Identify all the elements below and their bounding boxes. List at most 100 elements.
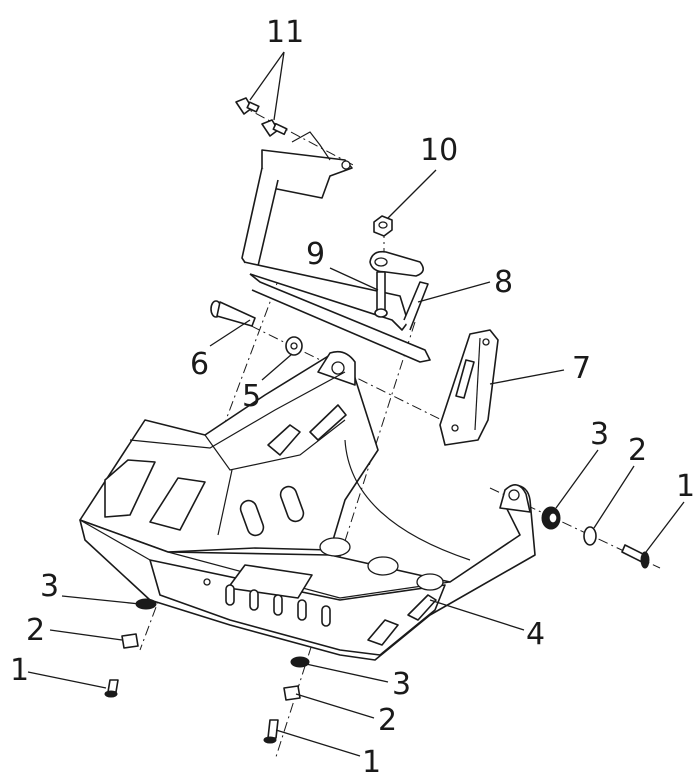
skid-plate-flange-line bbox=[129, 371, 346, 449]
skid-plate-right-cutout-1 bbox=[367, 619, 399, 646]
side-bracket-body bbox=[439, 329, 499, 446]
skid-plate-front-cutout bbox=[227, 564, 313, 599]
callout-3-right: 3 bbox=[590, 417, 609, 452]
bolt-1-left-shank bbox=[107, 679, 119, 693]
skid-plate-left-slot-2 bbox=[149, 477, 206, 531]
callout-7: 7 bbox=[572, 351, 591, 386]
bracket-top-ear bbox=[291, 131, 331, 161]
skid-plate-mid-slot-2 bbox=[279, 485, 305, 523]
leader-11a bbox=[249, 51, 285, 101]
skid-plate-inner-curve bbox=[344, 439, 471, 561]
leader-1-right bbox=[645, 501, 685, 553]
bracket-lower-rail bbox=[243, 261, 409, 331]
nut-hole bbox=[378, 221, 388, 229]
skid-plate-right-tab-hole bbox=[508, 489, 520, 501]
skid-plate-round-hole-1 bbox=[319, 537, 351, 557]
side-bracket-fold bbox=[474, 337, 481, 431]
callout-6: 6 bbox=[190, 347, 209, 382]
callout-3-bottom: 3 bbox=[392, 667, 411, 702]
callout-1-bottom: 1 bbox=[362, 745, 381, 780]
leader-3-bottom bbox=[305, 663, 389, 683]
side-bracket-part-7 bbox=[439, 329, 499, 446]
callout-5: 5 bbox=[242, 379, 261, 414]
leader-9 bbox=[329, 267, 379, 291]
bracket-left-arm bbox=[241, 167, 279, 271]
leader-2-right bbox=[593, 465, 635, 529]
bottom-fasteners bbox=[263, 656, 310, 744]
bracket-right-arm bbox=[403, 281, 429, 331]
skid-plate-left-slot-1 bbox=[104, 459, 156, 518]
leader-6 bbox=[209, 319, 251, 347]
pin-part-9 bbox=[376, 271, 386, 313]
skid-plate-front-edge bbox=[167, 551, 451, 599]
washer-2-right bbox=[583, 526, 597, 546]
callout-1-left: 1 bbox=[10, 653, 29, 688]
skid-plate-right-cutout-2 bbox=[407, 594, 437, 621]
callout-4: 4 bbox=[526, 617, 545, 652]
bracket-top-hole bbox=[341, 160, 351, 170]
side-bracket-top-hole bbox=[482, 338, 490, 346]
washer-5-hole bbox=[290, 342, 298, 350]
skid-plate-upper-slot-1 bbox=[267, 424, 301, 456]
centerline-top-bolts bbox=[237, 103, 356, 167]
callout-8: 8 bbox=[494, 265, 513, 300]
bolt-11b-shank bbox=[272, 122, 288, 136]
side-bracket-hole bbox=[451, 424, 459, 432]
pivot-arm-hole bbox=[374, 257, 388, 267]
arm-and-nut bbox=[369, 215, 424, 318]
skid-plate bbox=[79, 350, 536, 661]
leader-2-left bbox=[49, 629, 123, 641]
skid-plate-top-tab-hole bbox=[331, 361, 345, 375]
skid-plate-upper-slot-2 bbox=[309, 404, 347, 441]
callout-9: 9 bbox=[306, 237, 325, 272]
leader-5 bbox=[261, 353, 293, 381]
side-bracket-slot bbox=[455, 359, 475, 399]
skid-plate-vent-5 bbox=[321, 605, 331, 627]
leader-10 bbox=[387, 169, 437, 219]
callout-2-left: 2 bbox=[26, 613, 45, 648]
rod-and-washer bbox=[210, 300, 303, 356]
leader-7 bbox=[489, 369, 565, 385]
bolt-1-bottom-shank bbox=[267, 719, 279, 739]
spacer-3-bottom bbox=[290, 656, 310, 668]
leader-1-bottom bbox=[275, 729, 361, 757]
leader-3-right bbox=[555, 449, 599, 509]
centerline-rod bbox=[214, 307, 463, 431]
callout-2-bottom: 2 bbox=[378, 703, 397, 738]
leader-lines bbox=[27, 51, 685, 757]
callout-3-left: 3 bbox=[40, 569, 59, 604]
bolt-1-bottom-head bbox=[263, 736, 277, 744]
bracket-rod-plate bbox=[249, 273, 431, 363]
skid-plate-mid-slot-1 bbox=[239, 499, 265, 537]
callout-labels: 11 10 9 8 6 5 7 3 2 1 4 3 2 1 3 2 1 bbox=[10, 15, 695, 780]
bolt-6-shank bbox=[216, 301, 256, 327]
callout-1-right: 1 bbox=[676, 469, 695, 504]
skid-plate-left-edge bbox=[79, 519, 151, 561]
leader-1-left bbox=[27, 671, 107, 689]
skid-plate-vent-3 bbox=[273, 594, 283, 616]
leader-11b bbox=[273, 51, 285, 121]
washer-2-bottom bbox=[283, 685, 301, 701]
skid-plate-round-hole-2 bbox=[367, 556, 399, 576]
skid-plate-vent-1 bbox=[225, 584, 235, 606]
pin-head bbox=[374, 308, 388, 318]
skid-plate-small-hole bbox=[203, 578, 211, 586]
spacer-3-right-hole bbox=[548, 512, 558, 524]
callout-10: 10 bbox=[420, 133, 458, 168]
washer-2-left bbox=[121, 633, 139, 649]
skid-plate-left-wing bbox=[79, 354, 379, 553]
skid-plate-round-hole-3 bbox=[416, 573, 444, 591]
leader-2-bottom bbox=[295, 693, 375, 719]
skid-plate-vent-2 bbox=[249, 589, 259, 611]
bolt-1-right-head bbox=[640, 551, 650, 569]
leader-3-left bbox=[61, 595, 141, 605]
bolt-11a-shank bbox=[246, 101, 260, 113]
leader-4 bbox=[429, 599, 525, 631]
skid-plate-crease bbox=[217, 469, 233, 536]
bracket-frame bbox=[241, 131, 431, 363]
skid-plate-ridge bbox=[204, 419, 346, 471]
callout-2-right: 2 bbox=[628, 433, 647, 468]
right-fasteners bbox=[541, 506, 650, 569]
